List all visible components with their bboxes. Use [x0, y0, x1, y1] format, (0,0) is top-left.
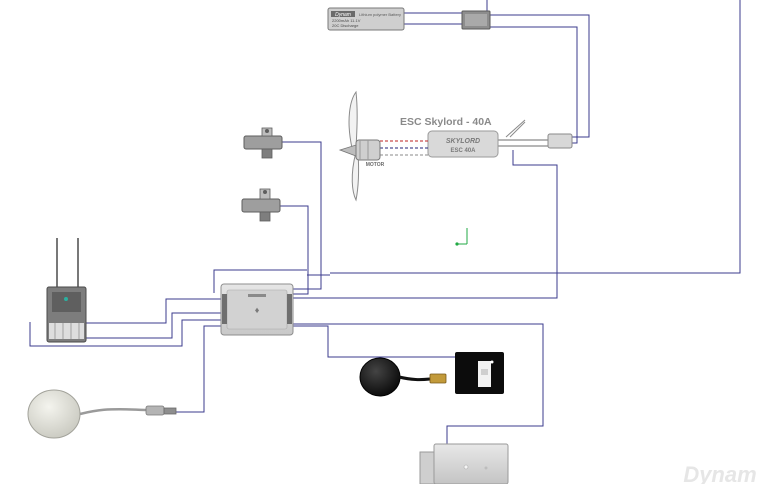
flight-controller: ♦ — [220, 283, 294, 336]
camera-wire — [293, 323, 544, 448]
motor-propeller: MOTOR — [338, 90, 385, 202]
battery-connector — [461, 10, 491, 30]
axis-gizmo — [455, 228, 468, 246]
gps-wire — [176, 325, 222, 413]
battery-side-text: Lithium polymer Battery — [359, 12, 401, 17]
esc-model: ESC 40A — [450, 148, 476, 154]
wires — [29, 0, 741, 448]
power-right-wire — [330, 0, 741, 274]
fc-top-bus-wire — [213, 269, 307, 293]
esc-module: SKYLORD ESC 40A — [380, 119, 573, 158]
receiver-wire-2 — [29, 319, 222, 347]
watermark-logo: Dynam — [683, 462, 756, 484]
motor-label: MOTOR — [366, 162, 385, 168]
esc-brand: SKYLORD — [446, 138, 480, 145]
servo-1 — [243, 127, 283, 159]
esc-signal-wire — [293, 150, 558, 299]
gps-module — [27, 389, 177, 439]
battery-spec-line1: 2200mAh 11.1V — [332, 18, 361, 23]
battery: Dynam Lithium polymer Battery 2200mAh 11… — [327, 7, 405, 31]
battery-spec-line2: 20C Discharge — [332, 23, 359, 28]
rc-receiver — [46, 238, 87, 343]
camera — [419, 443, 509, 484]
servo1-wire — [282, 141, 322, 290]
receiver-wire-1 — [86, 298, 222, 324]
battery-to-esc-wire-b — [490, 26, 578, 144]
servo2-wire — [280, 205, 309, 295]
esc-title: ESC Skylord - 40A — [400, 116, 492, 128]
servo-2 — [241, 188, 281, 222]
svg-text:♦: ♦ — [255, 305, 260, 315]
telemetry-radio — [359, 352, 504, 397]
receiver-wire-3 — [86, 312, 222, 339]
battery-brand: Dynam — [335, 12, 351, 18]
battery-to-esc-wire-a — [490, 14, 590, 138]
